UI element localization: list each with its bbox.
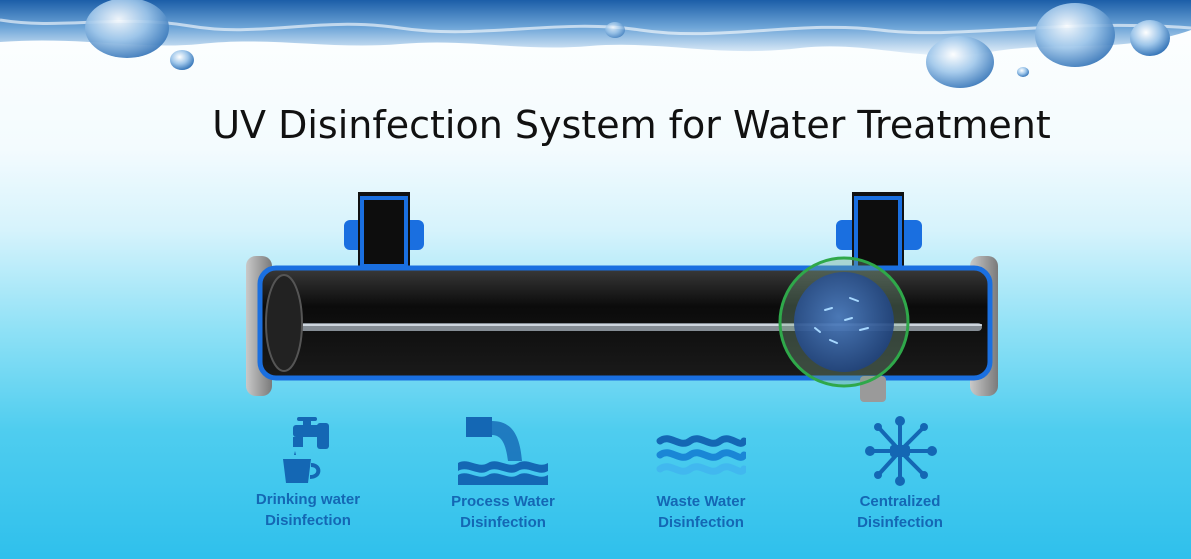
page-title: UV Disinfection System for Water Treatme…	[212, 103, 1051, 147]
app-drinking-water: Drinking water Disinfection	[208, 415, 408, 531]
pipe-outflow-icon	[458, 417, 548, 485]
app-label-centralized: Centralized Disinfection	[857, 493, 943, 531]
app-process-water: Process Water Disinfection	[403, 415, 603, 533]
waves-icon	[656, 435, 746, 475]
magnifier-highlight	[778, 256, 910, 388]
outlet-port	[836, 192, 922, 274]
inlet-port	[344, 192, 424, 270]
app-label-drinking: Drinking water Disinfection	[255, 491, 361, 529]
applications-row: Drinking water Disinfection Process Wate…	[0, 415, 1191, 555]
app-label-waste: Waste Water Disinfection	[656, 493, 746, 531]
water-droplet-icons	[85, 0, 1170, 88]
app-waste-water: Waste Water Disinfection	[601, 415, 801, 533]
app-label-process: Process Water Disinfection	[451, 493, 555, 531]
network-hub-icon	[865, 416, 937, 486]
faucet-glass-icon	[283, 417, 329, 483]
water-surface-banner	[0, 0, 1191, 88]
uv-reactor-illustration	[246, 192, 998, 402]
app-centralized: Centralized Disinfection	[800, 415, 1000, 533]
